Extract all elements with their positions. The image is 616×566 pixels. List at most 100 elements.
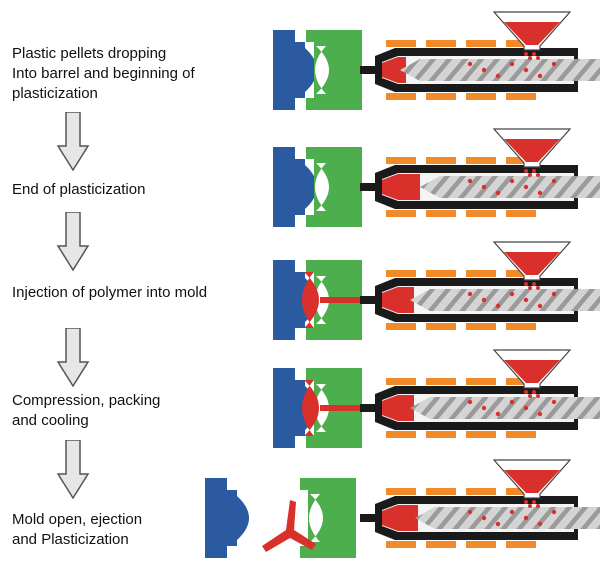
ejected-part [262,500,316,552]
polymer-melt [382,57,406,83]
heater-band [466,488,496,495]
nozzle [360,514,380,522]
falling-pellet [532,282,536,286]
hopper-pellets [504,360,560,383]
heater-band [386,270,416,277]
falling-pellet [528,394,532,398]
fixed-mold-half [273,30,305,110]
machine-stage-1 [273,11,600,110]
pellet [537,411,543,417]
falling-pellet [536,286,540,290]
falling-pellet [536,394,540,398]
pellet [523,297,529,303]
heater-band [466,541,496,548]
heater-band [426,378,456,385]
fixed-mold-half [273,260,305,340]
step-4-label: Compression, packing and cooling [12,392,161,429]
falling-pellet [532,52,536,56]
heater-band [466,323,496,330]
molded-part [302,272,319,328]
heater-band [386,378,416,385]
pellet [495,303,501,309]
nozzle [360,404,380,412]
heater-band [386,431,416,438]
nozzle [360,66,380,74]
hopper-pellets [504,139,560,162]
pellet [509,178,515,184]
falling-pellet [524,500,528,504]
moving-mold-half [306,147,362,227]
sprue [320,297,368,303]
pellet [467,509,473,515]
nozzle [360,296,380,304]
heater-band [426,40,456,47]
falling-pellet [532,500,536,504]
fixed-mold-half [273,147,305,227]
pellet [537,73,543,79]
sprue [320,405,368,411]
pellet [537,303,543,309]
step-5-label: Mold open, ejection and Plasticization [12,511,143,548]
pellet [551,399,557,405]
screw [415,507,600,529]
pellet [467,61,473,67]
heater-band [466,431,496,438]
hopper-pellets [504,470,560,493]
down-arrow-icon [56,212,90,272]
screw [410,397,600,419]
heater-band [386,323,416,330]
screw [400,59,600,81]
pellet [523,67,529,73]
pellet [509,399,515,405]
falling-pellet [524,282,528,286]
pellet [551,291,557,297]
heater-band [466,40,496,47]
mold-core [237,496,249,540]
falling-pellet [528,504,532,508]
heater-band [506,541,536,548]
mold-cavity [315,46,329,94]
pellet [509,61,515,67]
pellet [537,190,543,196]
falling-pellet [524,52,528,56]
falling-pellet [536,173,540,177]
heater-band [466,157,496,164]
screw [420,176,600,198]
heater-band [506,431,536,438]
heater-band [466,378,496,385]
pellet [523,405,529,411]
heater-band [426,93,456,100]
mold-cavity [315,163,329,211]
pellet [481,184,487,190]
screw [410,289,600,311]
falling-pellet [532,169,536,173]
step-1-label: Plastic pellets dropping Into barrel and… [12,45,195,102]
down-arrow-icon [56,440,90,500]
pellet [495,73,501,79]
pellet [495,190,501,196]
heater-band [386,157,416,164]
hopper-pellets [504,252,560,275]
heater-band [506,93,536,100]
heater-band [466,210,496,217]
polymer-melt [382,505,418,531]
pellet [551,509,557,515]
heater-band [506,210,536,217]
pellet [467,399,473,405]
falling-pellet [528,173,532,177]
molded-part [302,380,319,436]
heater-band [386,93,416,100]
pellet [467,178,473,184]
pellet [509,509,515,515]
machine-stage-4 [273,349,600,448]
heater-band [426,157,456,164]
polymer-melt [382,395,414,421]
heater-band [386,210,416,217]
pellet [481,297,487,303]
falling-pellet [528,286,532,290]
polymer-melt [382,287,414,313]
heater-band [426,323,456,330]
pellet [509,291,515,297]
pellet [495,521,501,527]
